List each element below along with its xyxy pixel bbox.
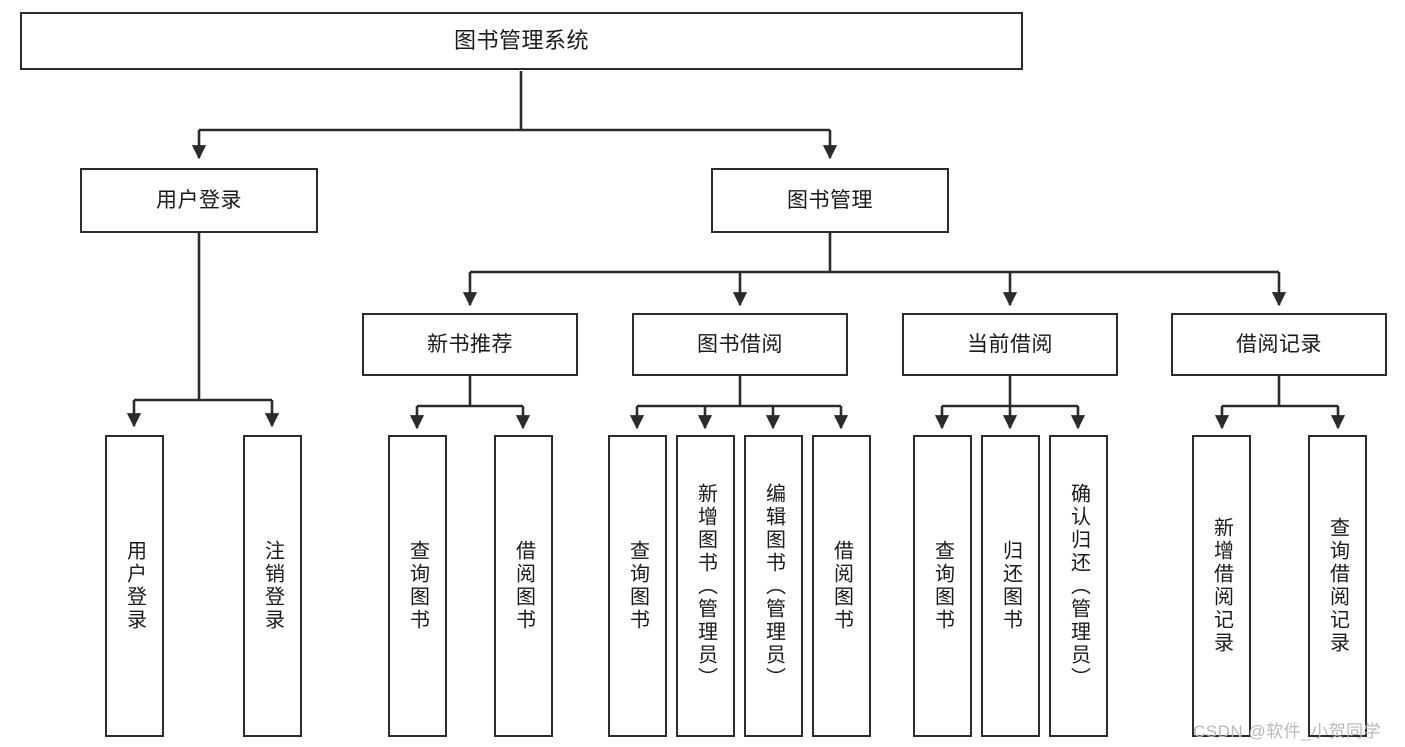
node-leaf-query-book-borrow[interactable]: 查询图书 [608,435,667,737]
node-leaf-user-logout[interactable]: 注销登录 [243,435,302,737]
node-current-borrow[interactable]: 当前借阅 [902,313,1118,376]
node-leaf-query-book-current[interactable]: 查询图书 [913,435,972,737]
node-label: 查询图书 [626,540,649,632]
node-leaf-borrow-book-recommend[interactable]: 借阅图书 [494,435,553,737]
node-label: 图书管理 [787,188,873,212]
csdn-watermark: CSDN @软件_小贺同学 [1193,722,1382,741]
node-label: 用户登录 [123,540,146,632]
node-label: 借阅记录 [1236,332,1322,356]
node-book-manage[interactable]: 图书管理 [711,168,949,233]
node-label: 确认归还（管理员） [1067,482,1090,690]
node-label: 借阅图书 [512,540,535,632]
node-label: 编辑图书（管理员） [762,482,785,690]
node-label: 图书管理系统 [453,27,589,53]
node-new-book-recommend[interactable]: 新书推荐 [362,313,578,376]
node-leaf-user-login[interactable]: 用户登录 [105,435,164,737]
node-leaf-borrow-book[interactable]: 借阅图书 [812,435,871,737]
node-leaf-add-borrow-record[interactable]: 新增借阅记录 [1192,435,1251,737]
node-label: 查询图书 [931,540,954,632]
node-leaf-add-book[interactable]: 新增图书（管理员） [676,435,735,737]
node-leaf-edit-book[interactable]: 编辑图书（管理员） [744,435,803,737]
node-label: 借阅图书 [830,540,853,632]
node-label: 当前借阅 [967,332,1053,356]
node-leaf-query-book-recommend[interactable]: 查询图书 [388,435,447,737]
node-root-book-management-system[interactable]: 图书管理系统 [20,12,1023,70]
node-label: 用户登录 [156,188,242,212]
node-label: 归还图书 [999,540,1022,632]
node-label: 注销登录 [261,540,284,632]
node-label: 图书借阅 [697,332,783,356]
node-borrow-record[interactable]: 借阅记录 [1171,313,1387,376]
node-leaf-return-book[interactable]: 归还图书 [981,435,1040,737]
node-label: 查询图书 [406,540,429,632]
node-label: 新书推荐 [427,332,513,356]
node-leaf-confirm-return[interactable]: 确认归还（管理员） [1049,435,1108,737]
node-label: 新增借阅记录 [1210,517,1233,655]
node-leaf-query-borrow-record[interactable]: 查询借阅记录 [1308,435,1367,737]
node-book-borrow[interactable]: 图书借阅 [632,313,848,376]
node-label: 新增图书（管理员） [694,482,717,690]
node-label: 查询借阅记录 [1326,517,1349,655]
node-user-login[interactable]: 用户登录 [80,168,318,233]
